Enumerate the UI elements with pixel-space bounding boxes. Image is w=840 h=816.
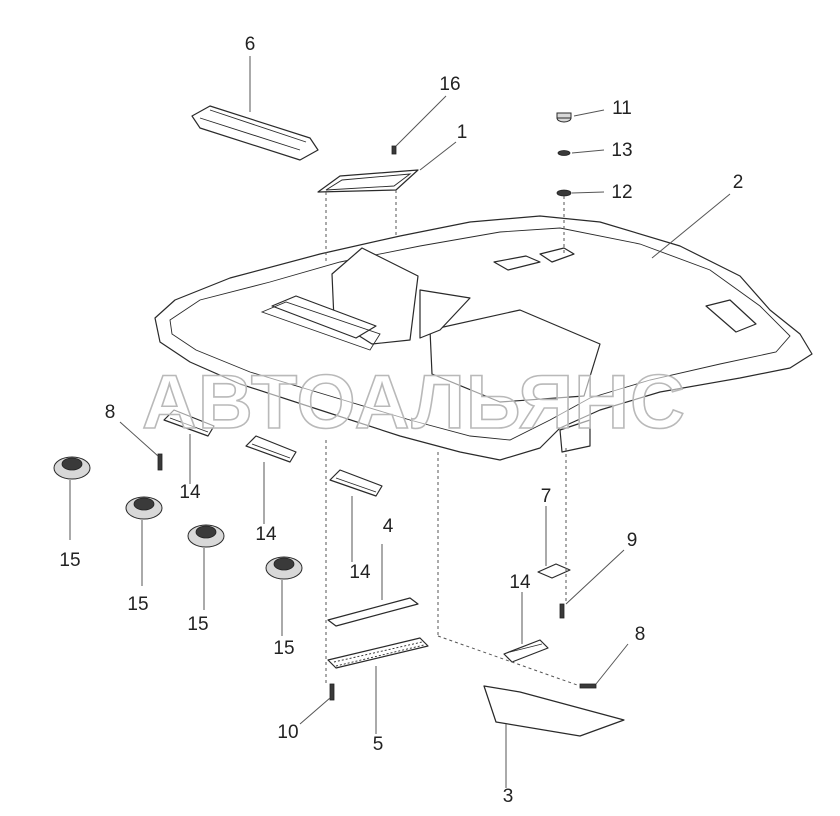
part-15-unit-b: [125, 496, 163, 520]
part-2-main-panel: [154, 215, 813, 461]
leader-lines: [69, 56, 731, 788]
part-9-screw: [559, 603, 565, 619]
callout-1: 1: [457, 122, 468, 143]
watermark-text: АВТОАЛЬЯНС: [142, 360, 686, 445]
part-5-grille: [327, 637, 429, 669]
part-14-bracket-b: [245, 435, 297, 463]
callout-14-b: 14: [255, 524, 277, 545]
part-7-plate: [537, 563, 571, 579]
part-15-unit-c: [187, 524, 225, 548]
part-15-unit-d: [265, 556, 303, 580]
callout-5: 5: [373, 734, 384, 755]
part-14-bracket-d: [503, 639, 549, 663]
callout-3: 3: [503, 786, 514, 807]
callout-6: 6: [245, 34, 256, 55]
callout-14-a: 14: [179, 482, 201, 503]
callout-14-c: 14: [349, 562, 371, 583]
part-14-bracket-a: [163, 409, 215, 437]
callout-4: 4: [383, 516, 394, 537]
part-4-strip: [327, 597, 419, 627]
part-13-washer: [557, 150, 571, 156]
part-12-washer: [556, 189, 572, 197]
callout-labels: 6 16 1 11 13 12 2 8 14 14 14 14 15 15 15…: [59, 34, 743, 807]
part-8-screw-b: [579, 683, 597, 689]
part-11-nut: [556, 112, 572, 123]
callout-2: 2: [733, 172, 744, 193]
callout-15-b: 15: [127, 594, 148, 615]
callout-9: 9: [627, 530, 638, 551]
callout-15-d: 15: [273, 638, 294, 659]
part-14-bracket-c: [329, 469, 383, 497]
callout-16: 16: [439, 74, 460, 95]
part-10-screw: [329, 683, 335, 701]
callout-11: 11: [612, 98, 632, 119]
callout-13: 13: [611, 140, 632, 161]
part-3-trim: [483, 685, 625, 737]
callout-7: 7: [541, 486, 552, 507]
part-8-screw-a: [157, 453, 163, 471]
callout-8-left: 8: [105, 402, 116, 423]
part-15-unit-a: [53, 456, 91, 480]
callout-15-a: 15: [59, 550, 80, 571]
callout-12: 12: [611, 182, 632, 203]
part-1-frame: [317, 169, 419, 193]
callout-14-d: 14: [509, 572, 531, 593]
part-6-cover: [191, 105, 319, 161]
part-16-pin: [391, 145, 397, 155]
callout-15-c: 15: [187, 614, 208, 635]
callout-10: 10: [277, 722, 298, 743]
callout-8-right: 8: [635, 624, 646, 645]
